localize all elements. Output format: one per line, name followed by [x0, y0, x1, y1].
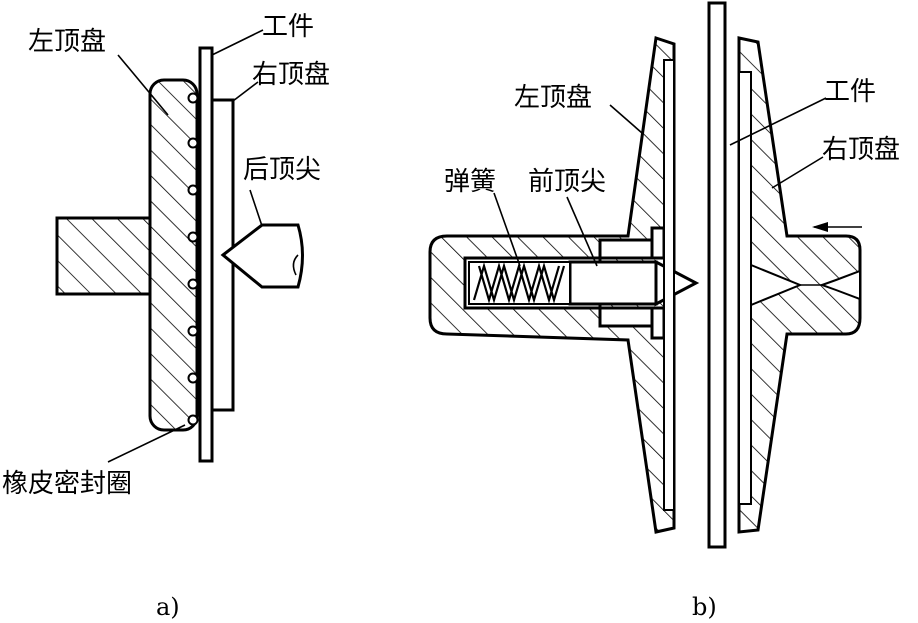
b-right-center-hole — [750, 263, 803, 307]
b-spring — [468, 261, 571, 305]
figure-b: 左顶盘 工件 右顶盘 弹簧 前顶尖 b) — [428, 1, 900, 621]
figure-a: 左顶盘 工件 右顶盘 后顶尖 橡皮密封圈 a) — [2, 12, 330, 621]
a-workpiece — [198, 46, 214, 463]
b-label-right-disc: 右顶盘 — [822, 135, 900, 165]
a-label-right-disc: 右顶盘 — [252, 60, 330, 90]
a-caption: a) — [156, 593, 180, 621]
b-right-air-hole — [819, 269, 861, 301]
b-front-center-body — [568, 260, 658, 306]
b-direction-arrow — [812, 222, 862, 232]
a-rear-center — [220, 223, 304, 289]
b-label-left-disc: 左顶盘 — [514, 83, 592, 113]
b-workpiece — [707, 1, 727, 549]
b-front-center-tip — [654, 259, 700, 307]
a-label-rear-center: 后顶尖 — [243, 155, 321, 185]
b-label-front-center: 前顶尖 — [528, 167, 606, 197]
a-label-rubber-ring: 橡皮密封圈 — [2, 469, 132, 499]
b-label-spring: 弹簧 — [444, 167, 496, 197]
a-rubber-ring-balls — [187, 92, 199, 426]
b-label-workpiece: 工件 — [824, 77, 876, 107]
a-label-left-disc: 左顶盘 — [28, 27, 106, 57]
b-caption: b) — [692, 593, 717, 621]
a-label-workpiece: 工件 — [262, 12, 314, 42]
a-shaft — [55, 216, 157, 296]
